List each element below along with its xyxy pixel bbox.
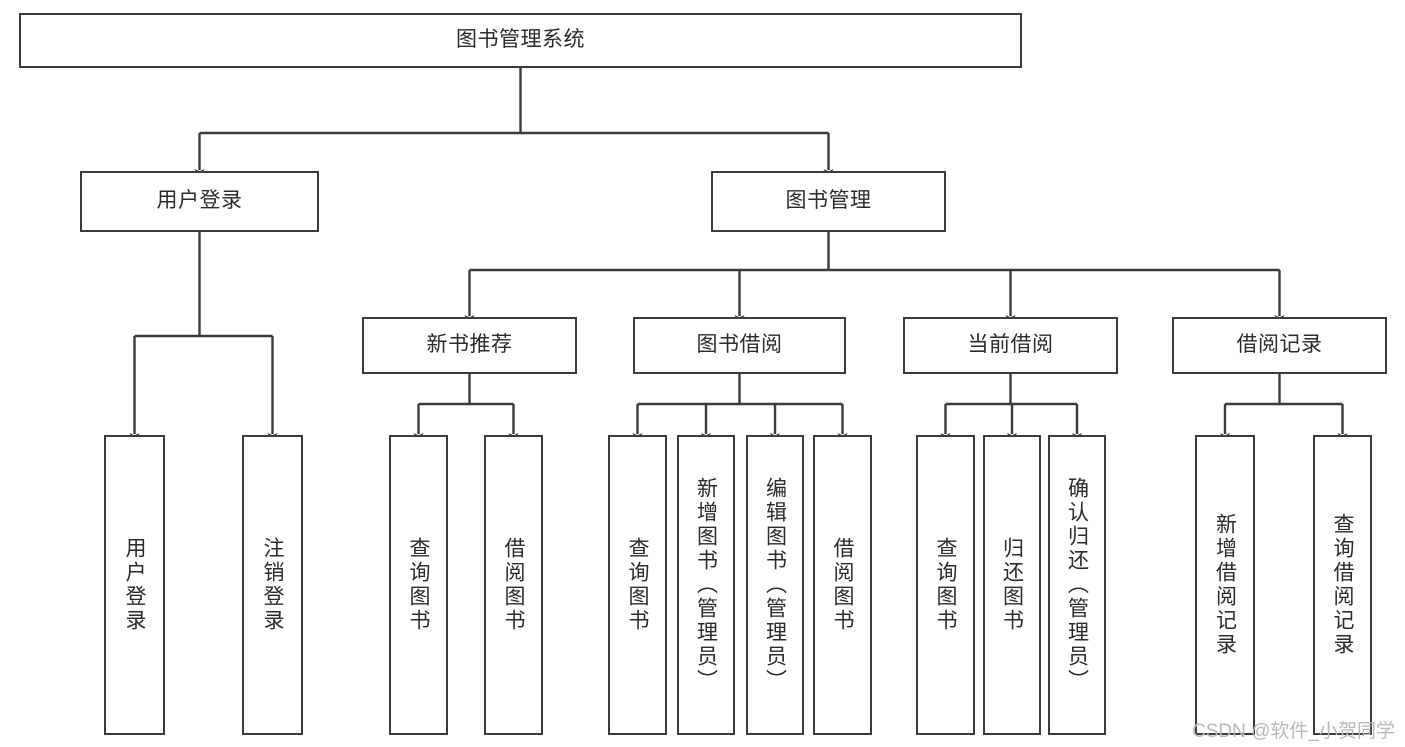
- node-label-leaf-borrow-book: 借阅图书: [831, 537, 854, 633]
- node-label-root: 图书管理系统: [456, 28, 585, 52]
- node-label-book-management: 图书管理: [785, 189, 872, 213]
- node-book-borrow: 图书借阅: [633, 317, 846, 374]
- node-label-leaf-query-borrow-record: 查询借阅记录: [1331, 513, 1354, 657]
- node-label-book-borrow: 图书借阅: [696, 333, 783, 357]
- node-label-leaf-add-book-admin: 新增图书（管理员）: [694, 477, 718, 693]
- node-current-borrow: 当前借阅: [903, 317, 1118, 374]
- node-leaf-add-borrow-record: 新增借阅记录: [1195, 435, 1255, 735]
- node-leaf-logout: 注销登录: [242, 435, 303, 735]
- node-leaf-query-book-current: 查询图书: [916, 435, 975, 735]
- node-root: 图书管理系统: [19, 13, 1022, 68]
- node-label-leaf-query-book: 查询图书: [626, 537, 649, 633]
- node-new-book-recommend: 新书推荐: [362, 317, 577, 374]
- node-label-leaf-logout: 注销登录: [261, 537, 284, 633]
- node-label-borrow-record: 借阅记录: [1236, 333, 1323, 357]
- node-leaf-return-book: 归还图书: [983, 435, 1041, 735]
- node-label-leaf-user-login: 用户登录: [123, 537, 146, 633]
- node-label-current-borrow: 当前借阅: [967, 333, 1054, 357]
- node-leaf-query-book: 查询图书: [608, 435, 667, 735]
- node-label-new-book-recommend: 新书推荐: [426, 333, 513, 357]
- node-label-leaf-query-book-recommend: 查询图书: [407, 537, 430, 633]
- node-leaf-add-book-admin: 新增图书（管理员）: [677, 435, 735, 735]
- node-label-leaf-borrow-book-recommend: 借阅图书: [502, 537, 525, 633]
- node-leaf-query-borrow-record: 查询借阅记录: [1313, 435, 1372, 735]
- node-leaf-edit-book-admin: 编辑图书（管理员）: [746, 435, 804, 735]
- node-leaf-confirm-return-admin: 确认归还（管理员）: [1048, 435, 1106, 735]
- node-leaf-user-login: 用户登录: [104, 435, 165, 735]
- node-label-leaf-edit-book-admin: 编辑图书（管理员）: [763, 477, 787, 693]
- node-label-leaf-confirm-return-admin: 确认归还（管理员）: [1065, 477, 1089, 693]
- node-leaf-query-book-recommend: 查询图书: [389, 435, 448, 735]
- node-book-management: 图书管理: [711, 171, 946, 232]
- node-label-user-login: 用户登录: [156, 189, 243, 213]
- node-borrow-record: 借阅记录: [1172, 317, 1387, 374]
- edge-layer: [129, 68, 1348, 443]
- node-label-leaf-return-book: 归还图书: [1000, 537, 1024, 633]
- node-leaf-borrow-book: 借阅图书: [813, 435, 872, 735]
- node-leaf-borrow-book-recommend: 借阅图书: [484, 435, 543, 735]
- node-user-login: 用户登录: [80, 171, 319, 232]
- node-label-leaf-query-book-current: 查询图书: [934, 537, 957, 633]
- node-label-leaf-add-borrow-record: 新增借阅记录: [1213, 513, 1237, 657]
